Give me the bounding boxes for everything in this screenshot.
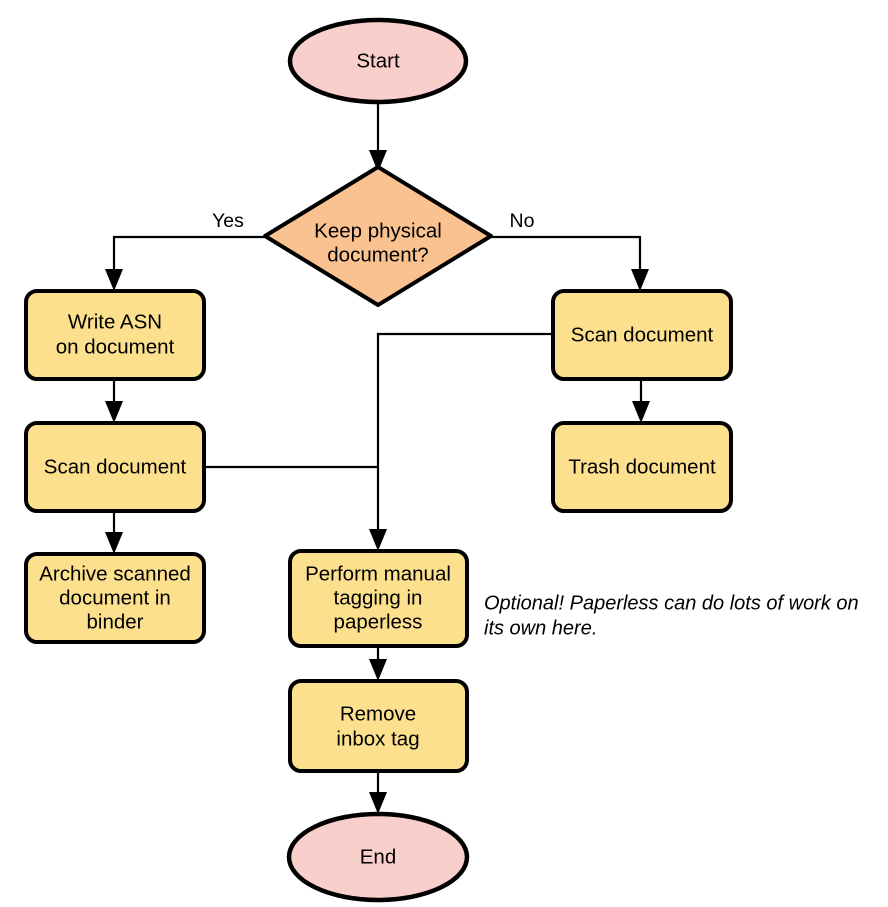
annotation-optional-note: Optional! Paperless can do lots of work … <box>484 592 859 639</box>
edge-write-asn-to-scan-left <box>105 379 123 423</box>
scan-document-right-box[interactable] <box>551 289 733 381</box>
node-perform-manual-tagging[interactable]: Perform manual tagging in paperless <box>288 549 469 648</box>
edge-decision-no: No <box>491 210 649 291</box>
trash-document-box[interactable] <box>551 421 733 513</box>
edge-scan-right-to-trash <box>632 379 650 423</box>
write-asn-label-line2: on document <box>56 335 175 358</box>
edge-tagging-to-remove <box>369 646 387 681</box>
trash-document-label: Trash document <box>568 455 716 478</box>
arrowhead-remove-end <box>369 792 387 814</box>
archive-label-line2: document in <box>59 586 171 609</box>
remove-inbox-tag-box[interactable] <box>288 679 469 773</box>
tagging-label-line3: paperless <box>334 610 423 633</box>
tagging-label-line1: Perform manual <box>305 562 451 585</box>
edge-start-to-decision <box>369 102 387 172</box>
tagging-box[interactable] <box>288 549 469 648</box>
arrowhead-write-asn-scan-left <box>105 401 123 423</box>
decision-label-line2: document? <box>327 243 428 266</box>
archive-label-line3: binder <box>87 610 144 633</box>
start-ellipse[interactable] <box>287 17 469 105</box>
remove-inbox-label-line2: inbox tag <box>336 727 419 750</box>
end-ellipse[interactable] <box>286 811 470 903</box>
arrowhead-scan-left-archive <box>105 532 123 554</box>
write-asn-label-line1: Write ASN <box>68 310 162 333</box>
edge-scan-right-to-tagging <box>369 332 553 551</box>
decision-label-line1: Keep physical <box>314 219 442 242</box>
node-trash-document[interactable]: Trash document <box>551 421 733 513</box>
node-decision-keep-physical-document[interactable]: Keep physical document? <box>263 165 493 307</box>
archive-label-line1: Archive scanned <box>39 562 191 585</box>
edge-line-decision-scan-right <box>491 235 642 277</box>
arrowhead-scan-right-tagging <box>369 529 387 551</box>
end-label: End <box>360 845 396 868</box>
edge-line-scan-right-tagging <box>376 332 553 537</box>
decision-diamond[interactable] <box>263 165 493 307</box>
edge-line-decision-write-asn <box>112 235 265 277</box>
node-scan-document-right[interactable]: Scan document <box>551 289 733 381</box>
arrowhead-scan-right-trash <box>632 401 650 423</box>
tagging-label-line2: tagging in <box>334 586 423 609</box>
node-scan-document-left[interactable]: Scan document <box>24 421 206 513</box>
edge-decision-yes: Yes <box>105 210 265 291</box>
arrowhead-start-decision <box>369 150 387 172</box>
arrowhead-decision-scan-right <box>631 269 649 291</box>
archive-box[interactable] <box>24 552 206 644</box>
node-remove-inbox-tag[interactable]: Remove inbox tag <box>288 679 469 773</box>
arrowhead-tagging-remove <box>369 659 387 681</box>
scan-document-left-box[interactable] <box>24 421 206 513</box>
optional-note-line1: Optional! Paperless can do lots of work … <box>484 592 859 614</box>
scan-document-right-label: Scan document <box>571 323 714 346</box>
node-end[interactable]: End <box>286 811 470 903</box>
optional-note-line2: its own here. <box>484 617 597 639</box>
start-label: Start <box>356 49 400 72</box>
scan-document-left-label: Scan document <box>44 455 187 478</box>
edge-remove-to-end <box>369 771 387 814</box>
node-start[interactable]: Start <box>287 17 469 105</box>
remove-inbox-label-line1: Remove <box>340 702 416 725</box>
edge-label-yes: Yes <box>212 210 244 232</box>
write-asn-box[interactable] <box>24 289 206 381</box>
node-write-asn-on-document[interactable]: Write ASN on document <box>24 289 206 381</box>
node-archive-scanned-document[interactable]: Archive scanned document in binder <box>24 552 206 644</box>
edge-label-no: No <box>510 210 535 232</box>
edge-scan-left-to-archive <box>105 511 123 554</box>
arrowhead-decision-write-asn <box>105 269 123 291</box>
